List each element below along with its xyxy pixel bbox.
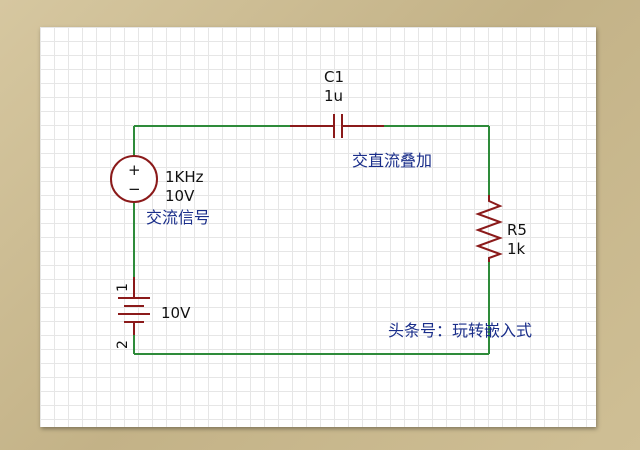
ac-source-minus: − [128,180,141,198]
capacitor-value: 1u [324,87,343,105]
schematic-canvas [40,27,596,427]
ac-source-symbol: + − [110,155,158,203]
resistor-name: R5 [507,221,527,239]
wires [133,125,490,355]
battery-voltage: 10V [161,304,191,322]
battery-symbol [118,277,150,335]
resistor-symbol [475,195,503,262]
ac-source-frequency: 1KHz [165,168,204,186]
battery-pin-2: 2 [115,340,131,349]
annotation-credit: 头条号：玩转嵌入式 [388,321,532,340]
capacitor-name: C1 [324,68,344,86]
resistor-value: 1k [507,240,526,258]
capacitor-symbol [290,114,384,138]
ac-source-plus: + [128,161,141,179]
annotation-mix: 交直流叠加 [352,151,432,170]
battery-pin-1: 1 [115,283,131,292]
ac-source-voltage: 10V [165,187,195,205]
ac-source-note: 交流信号 [146,208,210,227]
